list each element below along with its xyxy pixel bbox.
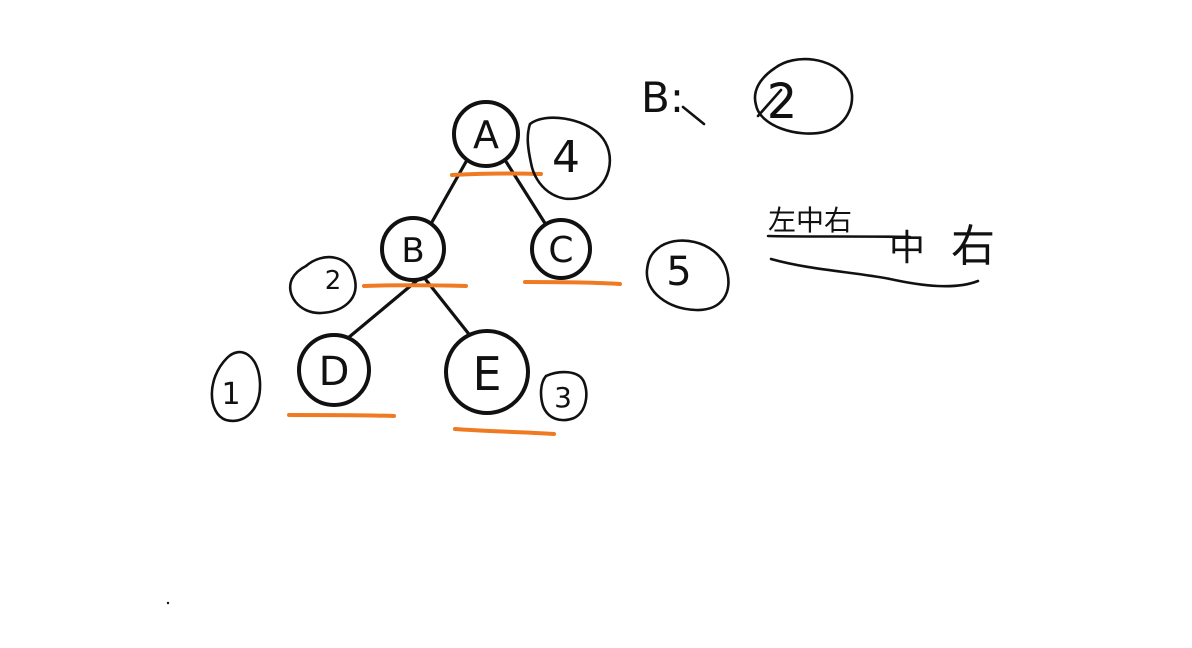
order-number-c: 5 [666,249,691,295]
order-loop-e [539,370,588,422]
underline-a [450,171,543,177]
edge-a-c [503,158,550,230]
edge-b-e [424,278,474,340]
order-number-b: 2 [325,266,342,296]
edge-a-b [430,158,469,224]
order-number-e: 3 [554,381,572,414]
node-label-b: B [401,231,424,271]
traversal-mid-text: 中 [889,228,925,269]
edge-b-d [346,276,422,340]
order-badge-e: 3 [539,370,588,422]
note-order-loop [753,57,854,135]
traversal-note: 左中右 中 右 [766,204,995,288]
note-order-slash [756,88,783,118]
order-loop-a [526,116,612,200]
node-label-e: E [472,347,501,401]
order-badge-c: 5 [645,239,730,312]
order-badge-b: 2 [289,255,357,315]
note-node-label: B: [641,73,684,122]
order-loop-b [289,255,357,315]
node-circle-a [452,100,520,168]
stray-dot [166,601,170,605]
orange-underlines [287,171,622,436]
note-node-b: B: 2 [641,57,854,135]
tree-node-b: B [380,216,446,282]
node-label-c: C [548,230,573,271]
traversal-right-text: 右 [951,221,995,272]
tree-node-c: C [530,218,592,280]
node-label-d: D [319,349,350,395]
tree-edges [346,158,550,340]
node-circle-c [530,218,592,280]
order-badge-a: 4 [526,116,612,200]
underline-c [523,280,622,286]
order-number-a: 4 [552,132,580,183]
node-circle-e [444,329,530,415]
underline-e [453,427,556,436]
node-circle-b [380,216,446,282]
underline-b [362,283,468,288]
underline-d [287,413,396,418]
node-label-a: A [473,113,499,157]
tree-node-e: E [444,329,530,415]
order-loop-d [210,350,262,423]
order-number-d: 1 [221,377,240,412]
order-loop-c [645,239,730,312]
traversal-underline [766,234,912,239]
order-badge-d: 1 [210,350,262,423]
traversal-order-text: 左中右 [768,204,852,237]
tree-node-d: D [297,333,371,407]
note-tick-mark [681,105,706,126]
tree-node-a: A [452,100,520,168]
node-circle-d [297,333,371,407]
traversal-long-curve [769,257,980,288]
